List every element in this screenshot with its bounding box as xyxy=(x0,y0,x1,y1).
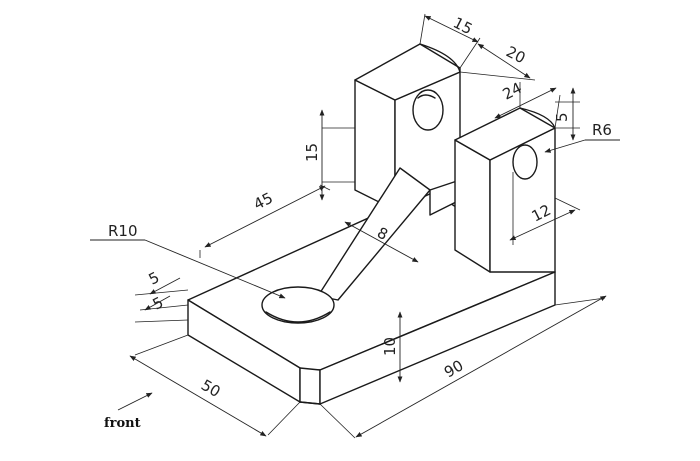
dim-10: 10 xyxy=(381,337,399,356)
front-indicator: front xyxy=(104,392,153,431)
lug-web-face xyxy=(454,139,491,273)
front-label: front xyxy=(104,416,141,431)
dim-15-vertical: 15 xyxy=(303,143,321,162)
lug-hole xyxy=(512,144,538,180)
dim-50: 50 xyxy=(198,376,224,401)
dim-20: 20 xyxy=(503,43,528,68)
dim-90: 90 xyxy=(441,356,467,381)
dim-5-lug: 5 xyxy=(553,112,571,122)
dim-24: 24 xyxy=(500,79,525,104)
dim-5-bottom-edge: 5 xyxy=(150,293,167,313)
base-chamfer-face xyxy=(299,367,321,405)
dim-5-top-edge: 5 xyxy=(146,268,163,288)
upright-hole xyxy=(412,89,444,131)
dim-15-top: 15 xyxy=(450,14,475,39)
dim-r10: R10 xyxy=(108,222,138,240)
dim-r6: R6 xyxy=(592,121,612,139)
dim-45: 45 xyxy=(251,189,276,214)
right-lug xyxy=(454,107,556,273)
base-hole xyxy=(261,286,335,324)
front-arrow-icon xyxy=(117,392,153,411)
